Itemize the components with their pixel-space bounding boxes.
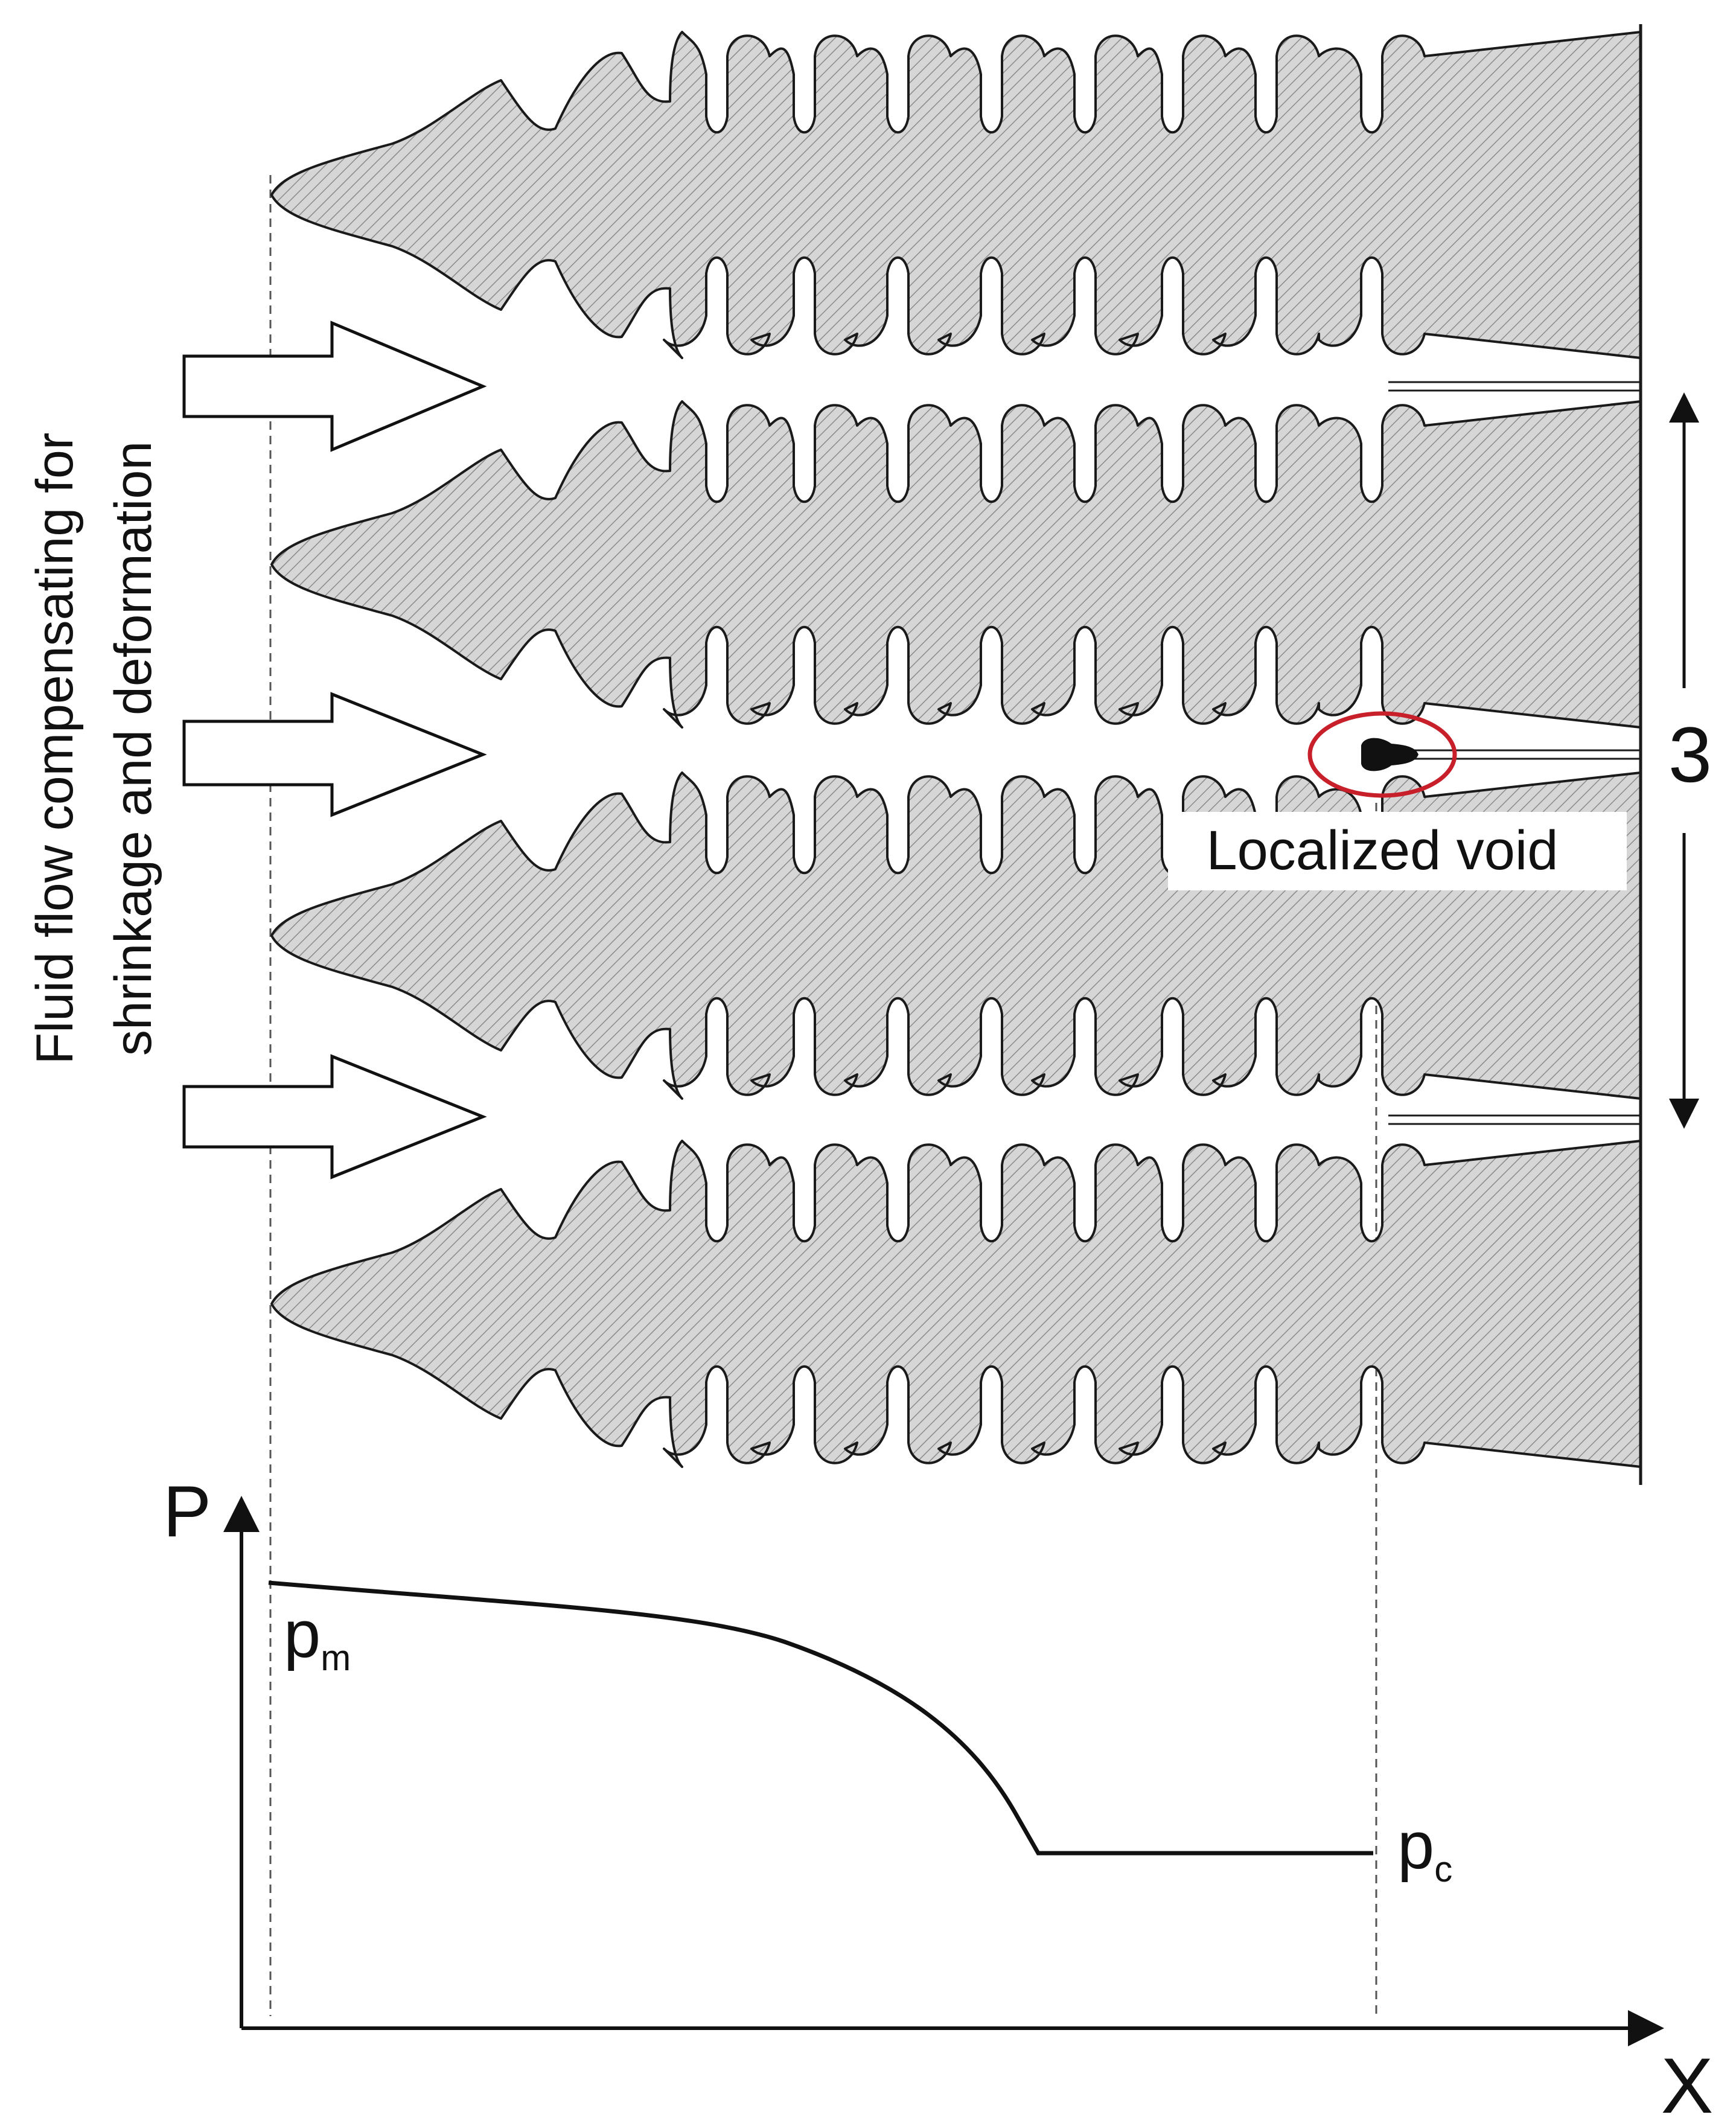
pressure-graph: P X pm pc <box>163 1471 1713 2126</box>
void-label-background <box>1168 812 1627 890</box>
side-label-line2: shrinkage and deformation <box>104 441 162 1056</box>
dendrite-array <box>270 31 1642 1468</box>
pc-label: pc <box>1397 1808 1452 1889</box>
flow-arrow-2 <box>182 692 487 817</box>
pressure-curve <box>268 1580 1373 1856</box>
x-axis-label: X <box>1661 2041 1714 2126</box>
y-axis-label: P <box>163 1471 211 1552</box>
side-label-line1: Fluid flow compensating for <box>26 433 84 1065</box>
flow-arrow-3 <box>182 1054 487 1180</box>
side-label: Fluid flow compensating for shrinkage an… <box>26 433 162 1065</box>
void-highlight-ellipse <box>1307 711 1457 798</box>
pm-label: pm <box>284 1597 351 1678</box>
void-label: Localized void <box>1206 820 1558 881</box>
dendrite-1 <box>270 31 1642 359</box>
dendrite-2 <box>270 400 1642 729</box>
spacing-label: 3 <box>1668 710 1712 799</box>
pm-sub: m <box>321 1638 351 1678</box>
pc-main: p <box>1397 1808 1434 1883</box>
flow-arrow-1 <box>182 321 487 452</box>
pc-sub: c <box>1434 1849 1452 1889</box>
localized-void <box>1361 738 1418 771</box>
pm-main: p <box>284 1597 321 1671</box>
dendrite-4 <box>270 1140 1642 1468</box>
